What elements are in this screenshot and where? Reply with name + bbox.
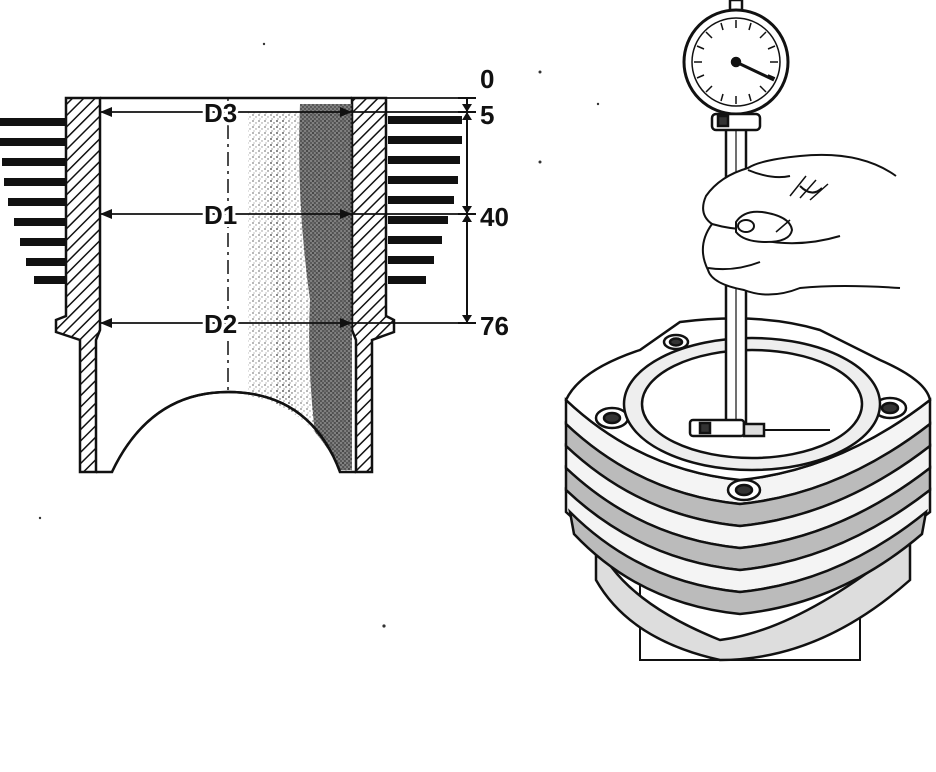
bore-wear-shading — [248, 104, 352, 472]
measurement-arrowheads — [100, 107, 352, 328]
right-cooling-fins — [388, 116, 462, 284]
left-cooling-fins — [0, 118, 68, 284]
thumb — [735, 210, 794, 244]
bore-inner-ring — [640, 348, 864, 460]
label-d3: D3 — [204, 98, 237, 128]
dial-needle — [735, 60, 775, 82]
cylinder-cross-section: D3 D1 D2 0 5 40 76 — [0, 64, 509, 474]
block-cooling-fins — [564, 397, 932, 616]
dial-indicator — [682, 0, 790, 132]
bore-gauge-illustration — [564, 0, 932, 662]
depth-zero: 0 — [480, 64, 494, 94]
label-d1: D1 — [204, 200, 237, 230]
label-d2: D2 — [204, 309, 237, 339]
left-cylinder-wall — [54, 96, 102, 474]
scan-specks — [38, 42, 600, 628]
hand — [701, 153, 901, 296]
dial-tick-marks — [694, 20, 778, 104]
right-cylinder-wall — [350, 96, 396, 474]
cylinder-block — [564, 317, 932, 662]
depth-bottom: 76 — [480, 311, 509, 341]
depth-middle: 40 — [480, 202, 509, 232]
gauge-measuring-head — [688, 418, 830, 438]
measurement-lines — [100, 97, 470, 324]
depth-top: 5 — [480, 100, 494, 130]
depth-scale-arrowheads — [462, 104, 472, 323]
bolt-holes — [594, 333, 908, 502]
